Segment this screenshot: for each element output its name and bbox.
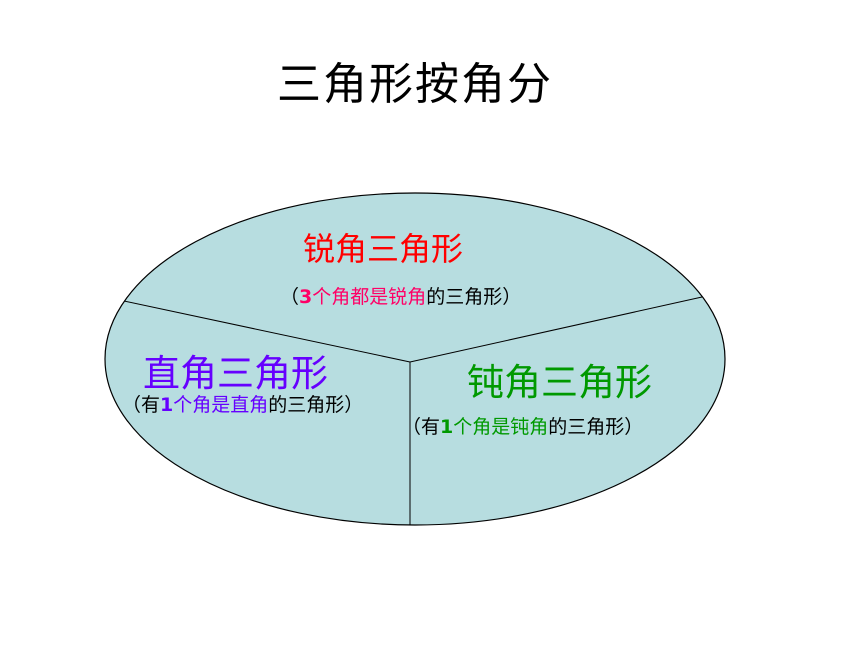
obtuse-desc-rest: 的三角形） bbox=[548, 416, 644, 438]
right-triangle-description: （有1个角是直角的三角形） bbox=[122, 390, 363, 417]
right-desc-open: （有 bbox=[122, 394, 161, 416]
obtuse-desc-number: 1 bbox=[440, 416, 454, 438]
obtuse-triangle-title: 钝角三角形 bbox=[467, 361, 652, 404]
right-desc-rest: 的三角形） bbox=[268, 394, 364, 416]
obtuse-triangle-description: （有1个角是钝角的三角形） bbox=[402, 412, 643, 439]
acute-triangle-title: 锐角三角形 bbox=[303, 230, 464, 268]
acute-desc-rest: 的三角形） bbox=[426, 286, 522, 308]
obtuse-desc-open: （有 bbox=[402, 416, 441, 438]
acute-desc-number: 3 bbox=[299, 286, 313, 308]
acute-triangle-description: （3个角都是锐角的三角形） bbox=[280, 282, 521, 309]
acute-desc-open: （ bbox=[280, 286, 300, 308]
obtuse-desc-highlight: 个角是钝角 bbox=[453, 416, 549, 438]
right-desc-number: 1 bbox=[160, 394, 174, 416]
page-title: 三角形按角分 bbox=[277, 59, 553, 110]
classification-ellipse bbox=[104, 192, 726, 526]
right-desc-highlight: 个角是直角 bbox=[173, 394, 269, 416]
divider-line-left bbox=[123, 300, 411, 363]
acute-desc-highlight: 个角都是锐角 bbox=[312, 286, 427, 308]
right-triangle-title: 直角三角形 bbox=[143, 352, 328, 395]
divider-line-right bbox=[409, 296, 703, 363]
